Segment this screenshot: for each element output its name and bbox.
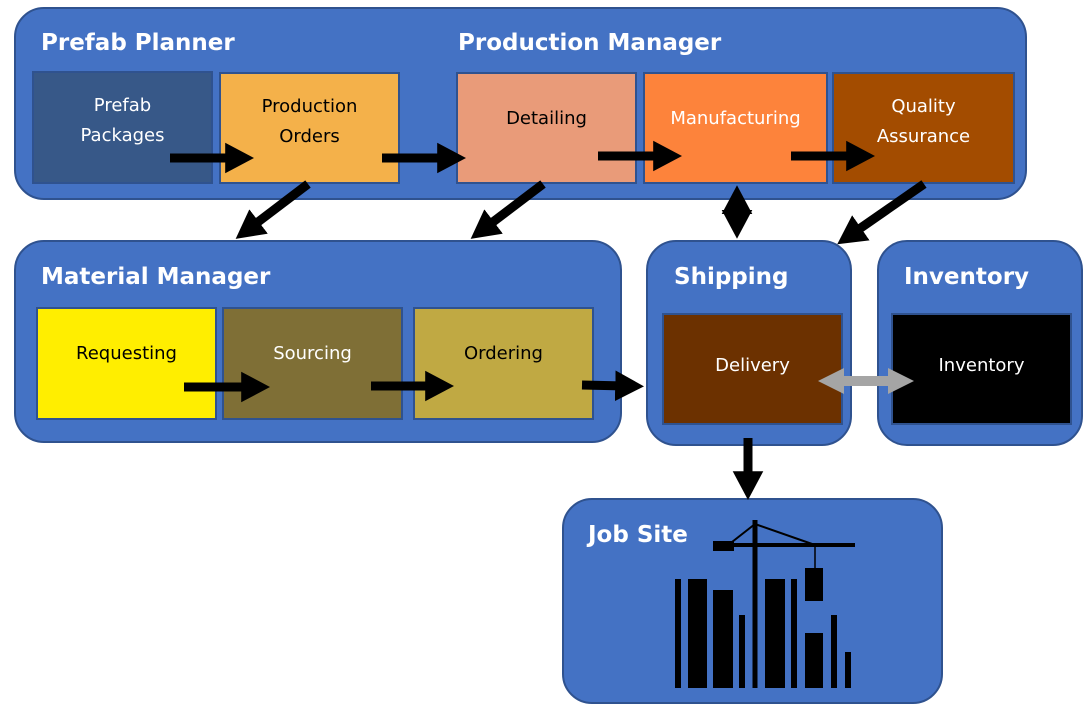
box-delivery[interactable]: Delivery — [662, 313, 843, 425]
group-title-material-manager: Material Manager — [41, 264, 271, 290]
box-label-line2: Assurance — [876, 126, 971, 147]
box-label-line1: Prefab — [93, 95, 152, 116]
box-label: Ordering — [464, 343, 543, 364]
box-label-line1: Production — [261, 96, 358, 117]
box-quality-assurance[interactable]: Quality Assurance — [832, 72, 1015, 184]
box-detailing[interactable]: Detailing — [456, 72, 637, 184]
group-title-job-site: Job Site — [588, 522, 688, 548]
box-label: Sourcing — [273, 343, 352, 364]
group-title-prefab-planner: Prefab Planner — [41, 30, 235, 56]
box-manufacturing[interactable]: Manufacturing — [643, 72, 828, 184]
group-title-inventory: Inventory — [904, 264, 1030, 290]
group-title-production-manager: Production Manager — [458, 30, 722, 56]
box-label: Delivery — [715, 355, 790, 376]
box-requesting[interactable]: Requesting — [36, 307, 217, 420]
box-ordering[interactable]: Ordering — [413, 307, 594, 420]
box-inventory[interactable]: Inventory — [891, 313, 1072, 425]
group-title-shipping: Shipping — [674, 264, 789, 290]
box-label: Detailing — [506, 108, 587, 129]
box-sourcing[interactable]: Sourcing — [222, 307, 403, 420]
box-label: Inventory — [938, 355, 1025, 376]
box-label-line2: Packages — [80, 125, 165, 146]
box-label: Manufacturing — [670, 108, 801, 129]
box-prefab-packages[interactable]: Prefab Packages — [32, 71, 213, 184]
box-label-line1: Quality — [891, 96, 956, 117]
box-label: Requesting — [76, 343, 177, 364]
box-label-line2: Orders — [279, 126, 340, 147]
box-production-orders[interactable]: Production Orders — [219, 72, 400, 184]
